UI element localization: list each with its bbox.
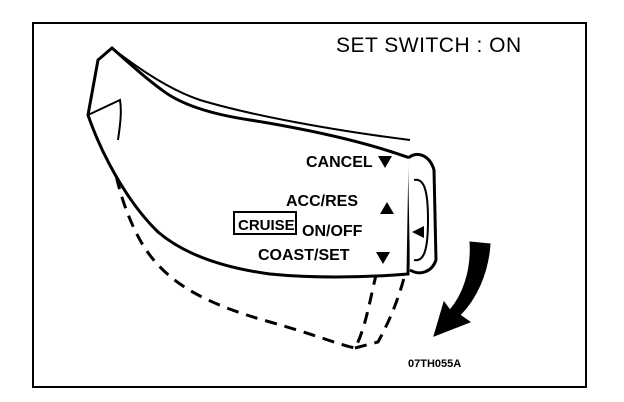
lever-end-cap-inner (413, 178, 430, 262)
cruise-label: CRUISE (238, 217, 295, 234)
cancel-down-arrow-icon (378, 156, 392, 168)
acc-res-label: ACC/RES (286, 193, 358, 210)
lever-moved-outline (109, 117, 378, 350)
figure-code: 07TH055A (408, 358, 462, 370)
acc-res-up-arrow-icon (380, 202, 394, 214)
cancel-label: CANCEL (306, 154, 373, 171)
lever-moved-tip-line (354, 277, 406, 350)
coast-set-label: COAST/SET (258, 247, 350, 264)
diagram-frame (32, 22, 587, 388)
lever-body (86, 46, 412, 279)
lever-end-arrow-icon (412, 226, 424, 238)
lever-end-cap (407, 153, 438, 275)
diagram-title: SET SWITCH : ON (336, 34, 522, 57)
cruise-badge (233, 211, 297, 235)
on-off-label: ON/OFF (302, 223, 363, 240)
lever-base-line (87, 98, 122, 141)
coast-set-down-arrow-icon (376, 252, 390, 264)
downward-motion-arrow-icon (433, 241, 491, 337)
lever-upper-edge (111, 47, 411, 141)
